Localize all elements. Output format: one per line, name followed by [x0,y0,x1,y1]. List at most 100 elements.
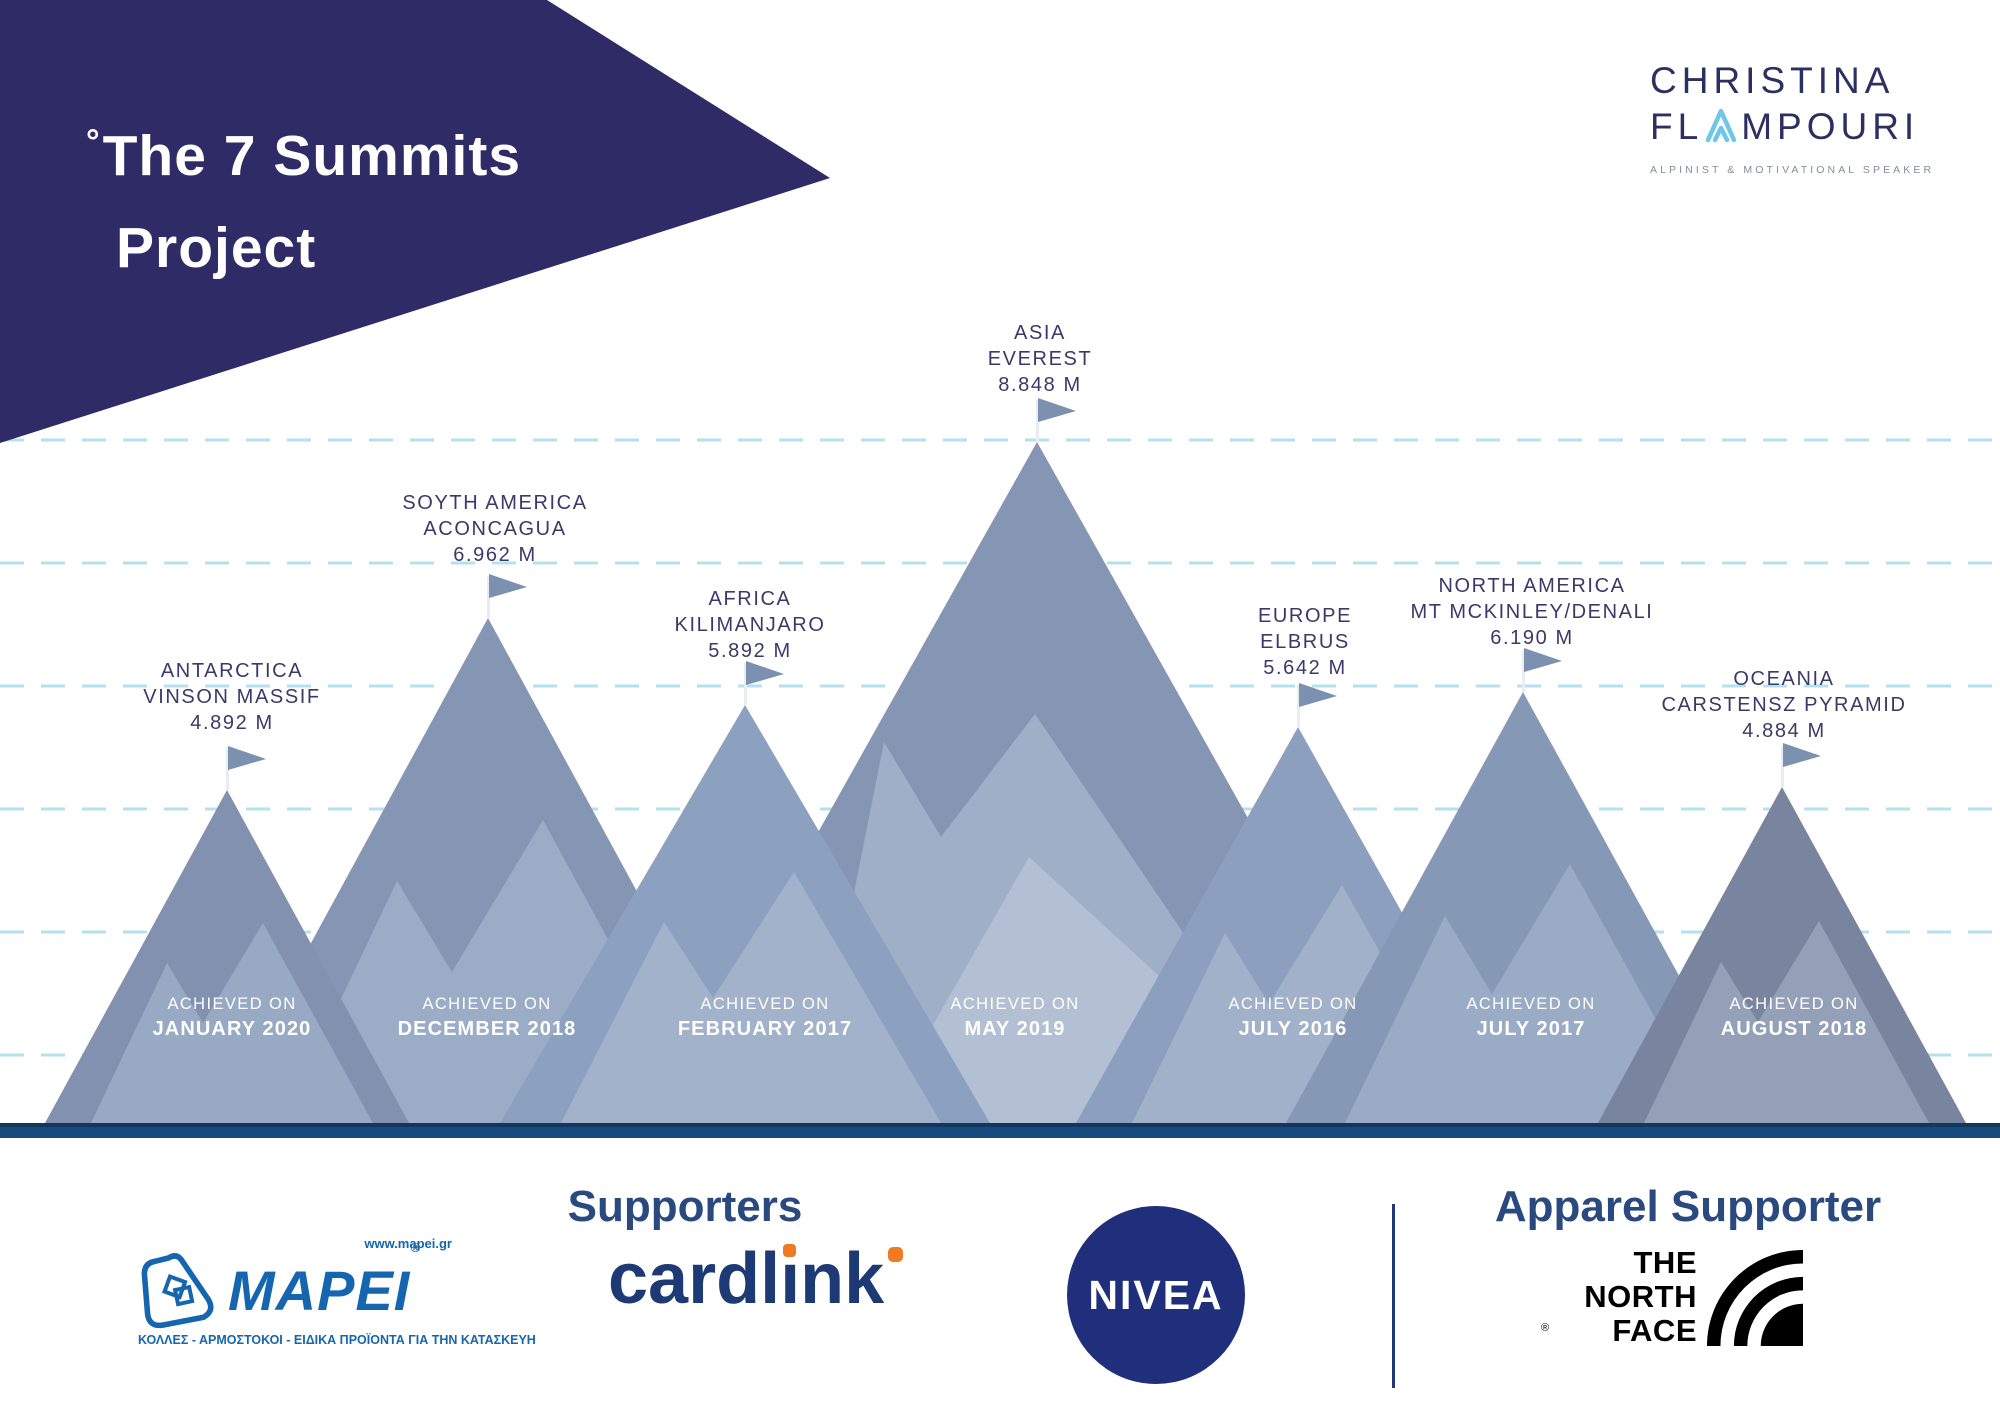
peak-name: KILIMANJARO [674,614,826,636]
achieved-vinson: ACHIEVED ON JANUARY 2020 [82,993,382,1042]
peak-name: ELBRUS [1260,631,1350,653]
north-face-wordmark: THE NORTH FACE ® [1541,1246,1697,1348]
achieved-date: JULY 2017 [1476,1018,1586,1040]
achieved-aconcagua: ACHIEVED ON DECEMBER 2018 [337,993,637,1042]
elbrus-flag-pole [1297,685,1300,727]
achieved-label: ACHIEVED ON [422,995,552,1013]
achieved-date: FEBRUARY 2017 [677,1018,853,1040]
mountain-denali [1286,648,1760,1123]
peak-height: 4.892 M [190,712,274,734]
label-kilimanjaro: AFRICA KILIMANJARO 5.892 M [550,586,950,664]
nivea-wordmark: NIVEA [1088,1271,1224,1318]
peak-height: 6.962 M [453,544,537,566]
title-line-1: The 7 Summits [102,124,522,188]
christina-flampouri-logo: CHRISTINA FL MPOURI ALPINIST & MOTIVATIO… [1650,58,1934,176]
achieved-elbrus: ACHIEVED ON JULY 2016 [1143,993,1443,1042]
mountain-carstensz-ridge [1644,921,1929,1123]
achieved-date: JANUARY 2020 [152,1018,312,1040]
tnf-line2: NORTH [1584,1279,1697,1314]
north-face-logo: THE NORTH FACE ® [1541,1246,1803,1348]
achieved-carstensz: ACHIEVED ON AUGUST 2018 [1644,993,1944,1042]
continent: SOYTH AMERICA [402,492,588,514]
achieved-label: ACHIEVED ON [1228,995,1358,1013]
achieved-kilimanjaro: ACHIEVED ON FEBRUARY 2017 [615,993,915,1042]
north-face-dome-icon [1707,1250,1803,1346]
peak-height: 5.642 M [1263,657,1347,679]
mapei-mark-icon [141,1253,214,1329]
page-title: °The 7 Summits Project [86,96,521,294]
continent: NORTH AMERICA [1438,575,1626,597]
mapei-registered-mark: ® [410,1239,421,1255]
denali-flag-icon [1524,648,1562,672]
label-elbrus: EUROPE ELBRUS 5.642 M [1105,603,1505,681]
mountain-arrow-icon [1705,108,1737,143]
mountain-vinson-ridge [91,923,373,1123]
nivea-logo: NIVEA [1067,1206,1245,1384]
mountain-vinson [45,746,409,1123]
label-denali: NORTH AMERICA MT MCKINLEY/DENALI 6.190 M [1332,573,1732,651]
continent: EUROPE [1257,605,1353,627]
degree-mark: ° [86,123,101,161]
kilimanjaro-flag-icon [746,661,784,685]
brand-tagline: ALPINIST & MOTIVATIONAL SPEAKER [1650,164,1935,176]
mapei-url: www.mapei.gr [364,1236,452,1251]
cardlink-part2: nk [800,1239,885,1319]
mapei-wordmark: MAPEI® [228,1239,421,1322]
mountain-carstensz [1598,743,1966,1123]
peak-height: 6.190 M [1490,627,1574,649]
everest-flag-icon [1038,398,1076,422]
achieved-date: DECEMBER 2018 [397,1018,577,1040]
denali-flag-pole [1522,650,1525,692]
continent: AFRICA [708,588,792,610]
continent: ASIA [1014,322,1066,344]
brand-name-line2: FL MPOURI [1650,104,1934,150]
tnf-line3: FACE [1612,1313,1697,1348]
everest-flag-pole [1036,400,1039,442]
cardlink-part1: cardl [608,1239,781,1319]
baseline-bar-top-edge [0,1123,2000,1127]
aconcagua-flag-icon [489,574,527,598]
mapei-logo: www.mapei.gr MAPEI® ΚΟΛΛΕΣ - ΑΡΜΟΣΤΟΚΟΙ … [138,1236,536,1347]
title-line-2: Project [116,216,317,280]
mountain-denali-ridge [1345,864,1713,1123]
supporters-heading: Supporters [567,1182,803,1231]
achieved-denali: ACHIEVED ON JULY 2017 [1381,993,1681,1042]
peak-height: 4.884 M [1742,720,1826,742]
carstensz-flag-icon [1783,743,1821,767]
tnf-registered-mark: ® [1541,1322,1550,1334]
cardlink-accent-dot-icon [888,1247,904,1262]
apparel-supporter-heading: Apparel Supporter [1494,1182,1882,1231]
brand-line2-post: MPOURI [1741,106,1920,147]
peak-height: 8.848 M [998,374,1082,396]
cardlink-i-dot-icon [783,1244,797,1257]
peak-name: CARSTENSZ PYRAMID [1661,694,1907,716]
mountain-kilimanjaro [500,661,990,1123]
achieved-label: ACHIEVED ON [1466,995,1596,1013]
kilimanjaro-flag-pole [744,663,747,705]
label-carstensz: OCEANIA CARSTENSZ PYRAMID 4.884 M [1584,666,1984,744]
elbrus-flag-icon [1299,683,1337,707]
achieved-label: ACHIEVED ON [700,995,830,1013]
peak-height: 5.892 M [708,640,792,662]
aconcagua-flag-pole [487,576,490,618]
achieved-label: ACHIEVED ON [950,995,1080,1013]
label-vinson: ANTARCTICA VINSON MASSIF 4.892 M [32,658,432,736]
achieved-date: JULY 2016 [1238,1018,1348,1040]
cardlink-i: ı [780,1239,801,1319]
peak-name: VINSON MASSIF [143,686,321,708]
mapei-tagline: ΚΟΛΛΕΣ - ΑΡΜΟΣΤΟΚΟΙ - ΕΙΔΙΚΑ ΠΡΟΪΟΝΤΑ ΓΙ… [138,1333,536,1347]
carstensz-flag-pole [1781,745,1784,787]
mountain-kilimanjaro-ridge [561,872,941,1123]
peak-name: EVEREST [987,348,1093,370]
achieved-everest: ACHIEVED ON MAY 2019 [865,993,1165,1042]
label-everest: ASIA EVEREST 8.848 M [840,320,1240,398]
achieved-label: ACHIEVED ON [167,995,297,1013]
brand-name-line1: CHRISTINA [1650,60,1895,101]
peak-name: MT MCKINLEY/DENALI [1410,601,1654,623]
footer-divider [1392,1204,1395,1388]
achieved-date: AUGUST 2018 [1720,1018,1868,1040]
achieved-date: MAY 2019 [964,1018,1066,1040]
continent: ANTARCTICA [160,660,304,682]
